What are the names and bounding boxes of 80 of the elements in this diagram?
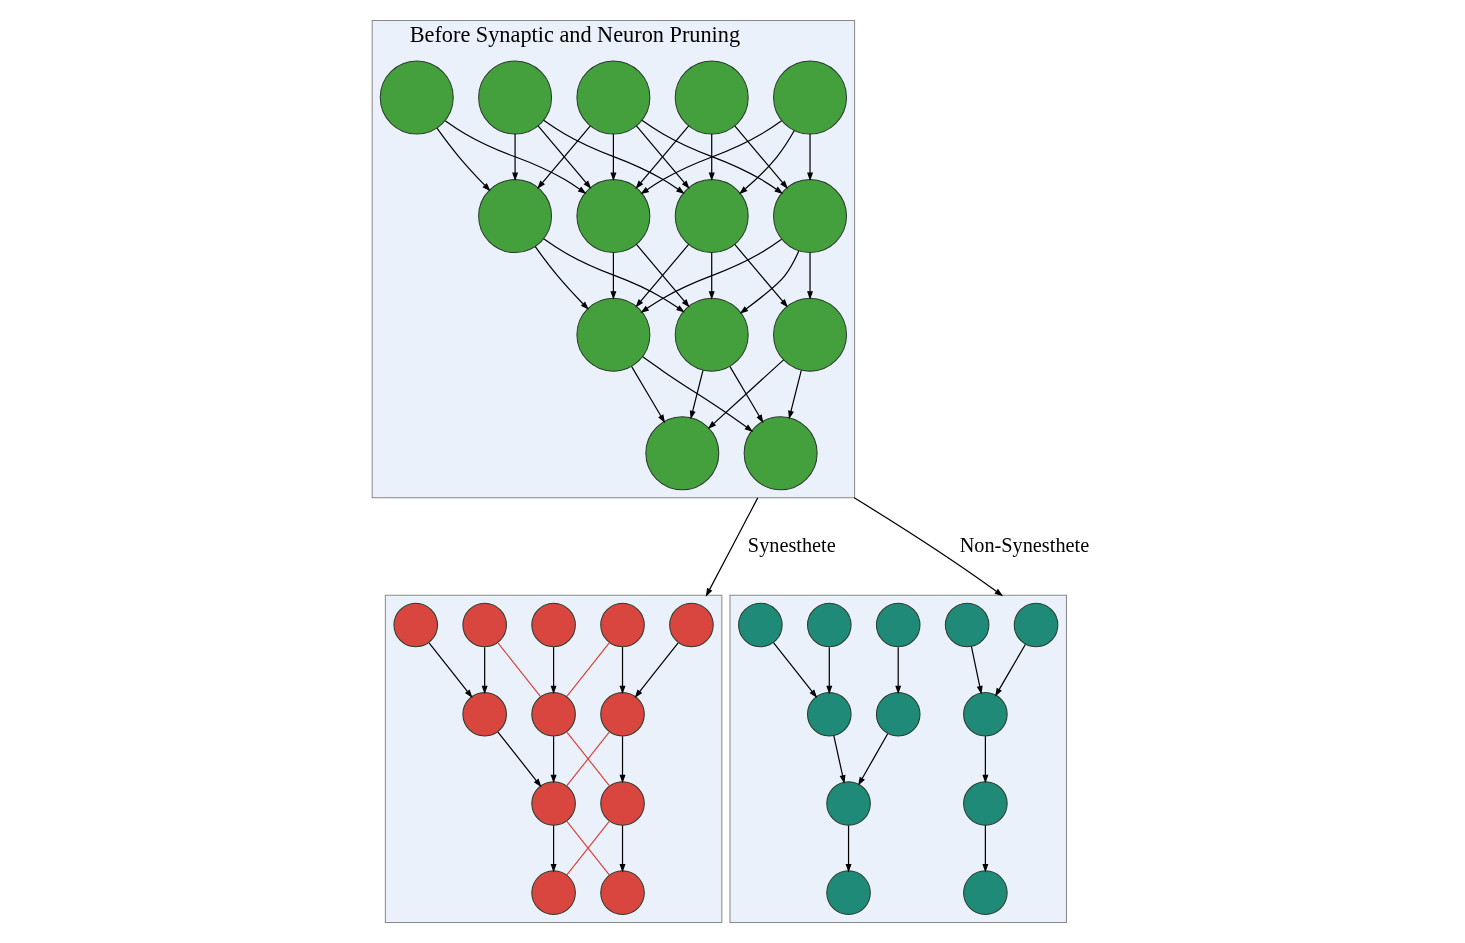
node-circle — [379, 60, 454, 135]
cluster — [384, 594, 722, 924]
arrow — [853, 497, 1003, 597]
arrow — [634, 642, 679, 698]
arrow — [832, 735, 845, 784]
arrow — [542, 238, 685, 313]
arrow — [970, 646, 983, 695]
arrow — [707, 359, 784, 429]
arrow — [994, 643, 1026, 697]
arrow — [733, 125, 788, 189]
arrow — [630, 366, 665, 424]
node-circle — [1013, 602, 1058, 648]
node-circle — [599, 870, 645, 915]
arrow — [708, 252, 715, 300]
node-circle — [530, 781, 576, 826]
arrow — [609, 133, 616, 182]
connector — [496, 642, 541, 698]
node-circle — [477, 60, 552, 135]
connector — [565, 731, 610, 787]
arrow — [739, 250, 799, 314]
node-circle — [668, 602, 714, 648]
arrow — [641, 356, 753, 432]
edge-label: Non-Synesthete — [959, 533, 1089, 556]
arrow — [738, 129, 795, 195]
arrow — [981, 735, 988, 784]
node-circle — [962, 781, 1008, 826]
connector — [565, 642, 610, 698]
node-circle — [599, 602, 645, 648]
arrow — [496, 731, 541, 788]
node-circle — [875, 602, 920, 648]
arrow — [825, 646, 832, 695]
cluster — [728, 594, 1067, 924]
arrow — [689, 369, 704, 420]
arrow — [427, 642, 473, 698]
node-circle — [806, 602, 852, 648]
node-circle — [944, 602, 989, 648]
arrow — [981, 824, 988, 873]
arrow — [534, 246, 589, 310]
node-circle — [392, 602, 438, 648]
arrow — [845, 824, 852, 873]
cluster: Before Synaptic and Neuron Pruning — [371, 19, 855, 499]
edge-label: Synesthete — [747, 533, 836, 556]
node-circle — [825, 781, 871, 826]
node-circle — [599, 781, 645, 826]
arrow — [787, 369, 802, 420]
arrow — [481, 646, 488, 695]
node-circle — [674, 60, 749, 135]
node-circle — [461, 602, 507, 648]
arrow — [894, 646, 901, 695]
node-circle — [875, 691, 920, 737]
arrow — [550, 824, 557, 873]
arrow — [511, 133, 518, 182]
arrow — [806, 133, 813, 182]
arrow — [619, 735, 625, 784]
node-circle — [962, 691, 1008, 737]
arrow — [619, 824, 625, 873]
node-circle — [575, 60, 650, 135]
node-circle — [530, 602, 576, 648]
connector — [565, 820, 610, 876]
node-circle — [825, 870, 871, 915]
arrow — [550, 735, 557, 784]
node-circle — [962, 870, 1008, 915]
arrow — [708, 133, 715, 182]
node-circle — [737, 602, 783, 648]
arrow — [857, 733, 888, 786]
arrow — [639, 238, 782, 313]
arrow — [609, 252, 616, 300]
arrow — [806, 252, 813, 300]
arrow — [550, 646, 557, 695]
arrow — [542, 119, 685, 194]
arrow — [772, 642, 817, 698]
arrow — [435, 127, 491, 192]
node-circle — [530, 870, 576, 915]
arrow — [733, 243, 788, 308]
node-circle — [772, 60, 847, 135]
arrow — [619, 646, 625, 695]
node-circle — [530, 691, 576, 737]
arrow — [705, 497, 758, 597]
arrow — [728, 366, 763, 424]
arrow — [444, 120, 586, 194]
